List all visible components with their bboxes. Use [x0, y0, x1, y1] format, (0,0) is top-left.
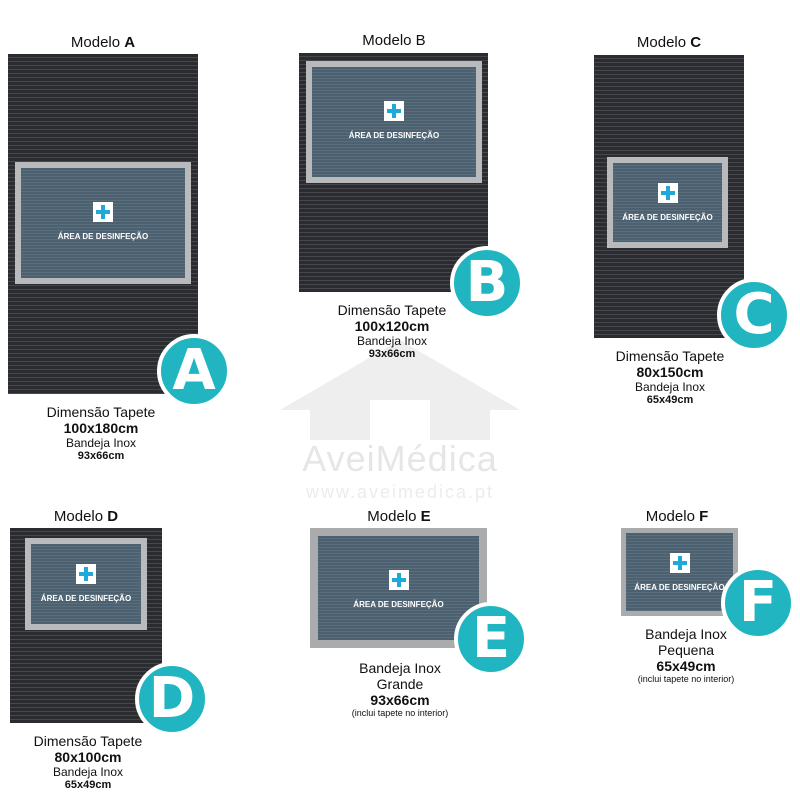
model-d-info: Dimensão Tapete 80x100cm Bandeja Inox 65… — [33, 733, 143, 791]
house-watermark-icon — [280, 340, 520, 440]
model-f-tray: ÁREA DE DESINFEÇÃO — [621, 528, 738, 616]
plus-icon — [76, 564, 96, 584]
model-c-tray: ÁREA DE DESINFEÇÃO — [607, 157, 728, 248]
model-c-info: Dimensão Tapete 80x150cm Bandeja Inox 65… — [615, 348, 725, 406]
plus-icon — [669, 553, 690, 573]
model-d-tray: ÁREA DE DESINFEÇÃO — [25, 538, 147, 630]
model-b-badge: B — [450, 246, 524, 320]
plus-icon — [657, 183, 678, 203]
tray-label: ÁREA DE DESINFEÇÃO — [57, 232, 149, 241]
model-a-info: Dimensão Tapete 100x180cm Bandeja Inox 9… — [46, 404, 156, 462]
model-e-tray-inner: ÁREA DE DESINFEÇÃO — [318, 536, 479, 640]
tray-label: ÁREA DE DESINFEÇÃO — [40, 594, 132, 603]
model-e-badge: E — [454, 602, 528, 676]
model-d-badge: D — [135, 662, 209, 736]
model-d-tray-inner: ÁREA DE DESINFEÇÃO — [31, 544, 141, 624]
watermark-url: www.aveimedica.pt — [305, 482, 495, 502]
model-b-mat: ÁREA DE DESINFEÇÃO — [299, 53, 488, 292]
model-b-info: Dimensão Tapete 100x120cm Bandeja Inox 9… — [337, 302, 447, 360]
model-c-tray-inner: ÁREA DE DESINFEÇÃO — [613, 163, 722, 242]
model-d-title: Modelo D — [53, 508, 119, 525]
model-b-tray-inner: ÁREA DE DESINFEÇÃO — [312, 67, 476, 177]
model-f-info: Bandeja Inox Pequena 65x49cm (inclui tap… — [637, 626, 735, 684]
plus-icon — [388, 570, 409, 590]
model-a-mat: ÁREA DE DESINFEÇÃO — [8, 54, 198, 394]
watermark-brand: AveiMédica — [302, 438, 498, 479]
model-a-badge: A — [157, 334, 231, 408]
model-a-tray-inner: ÁREA DE DESINFEÇÃO — [21, 168, 185, 278]
model-b-title: Modelo B — [362, 32, 426, 49]
model-a-title: Modelo A — [70, 34, 136, 51]
model-c-badge: C — [717, 278, 791, 352]
tray-label: ÁREA DE DESINFEÇÃO — [634, 583, 725, 592]
model-c-mat: ÁREA DE DESINFEÇÃO — [594, 55, 744, 338]
model-c-title: Modelo C — [636, 34, 702, 51]
model-a-tray: ÁREA DE DESINFEÇÃO — [15, 162, 191, 284]
model-e-title: Modelo E — [367, 508, 431, 525]
plus-icon — [384, 101, 404, 121]
model-f-badge: F — [721, 566, 795, 640]
model-e-info: Bandeja Inox Grande 93x66cm (inclui tape… — [351, 660, 449, 718]
watermark: AveiMédica www.aveimedica.pt — [250, 330, 550, 510]
tray-label: ÁREA DE DESINFEÇÃO — [348, 131, 440, 140]
plus-icon — [93, 202, 113, 222]
model-b-tray: ÁREA DE DESINFEÇÃO — [306, 61, 482, 183]
model-f-tray-inner: ÁREA DE DESINFEÇÃO — [626, 533, 733, 611]
model-e-tray: ÁREA DE DESINFEÇÃO — [310, 528, 487, 648]
tray-label: ÁREA DE DESINFEÇÃO — [622, 213, 713, 222]
tray-label: ÁREA DE DESINFEÇÃO — [353, 600, 444, 609]
model-f-title: Modelo F — [645, 508, 709, 525]
